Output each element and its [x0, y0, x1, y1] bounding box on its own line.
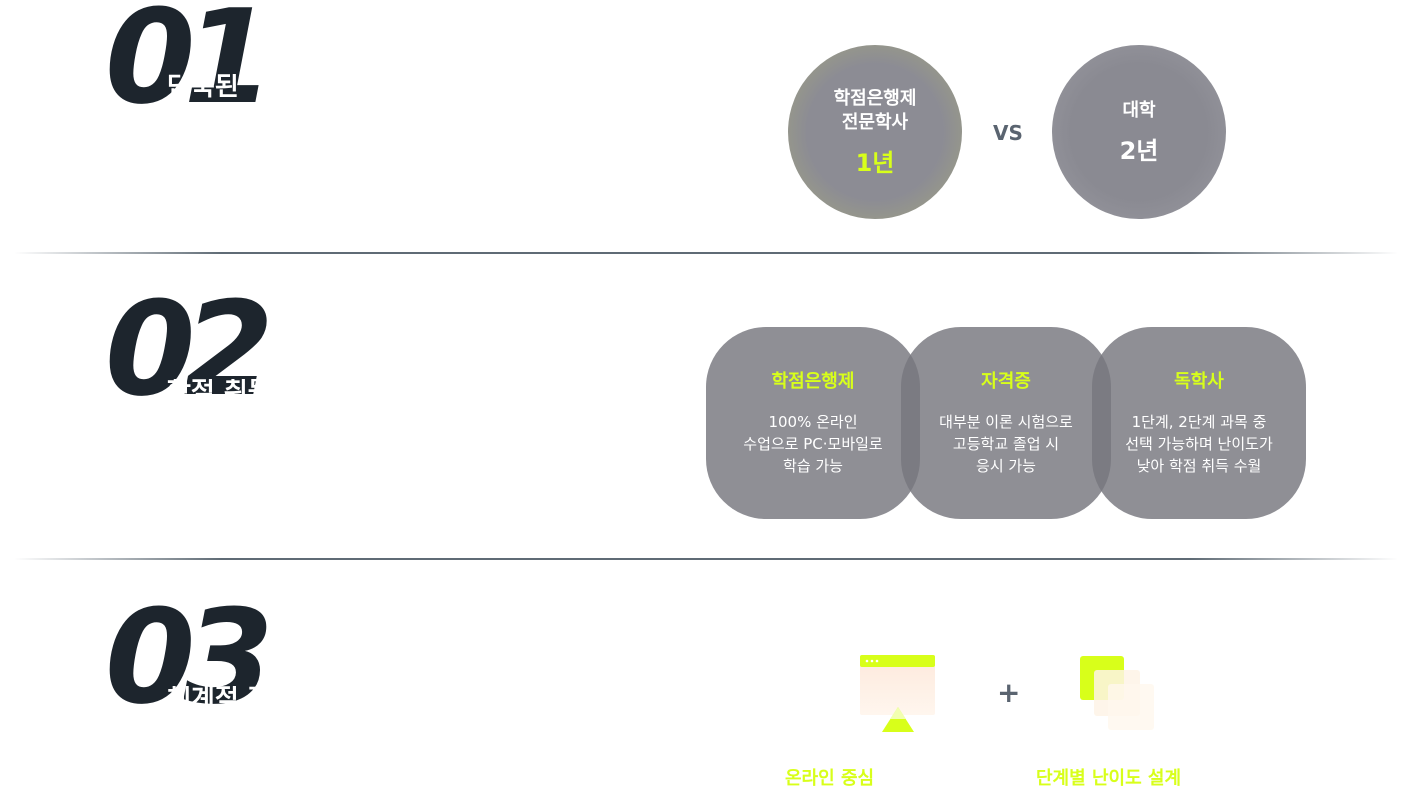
card-title: 자격증	[981, 371, 1031, 392]
stacked-squares-icon	[1080, 656, 1156, 732]
compare-left-line-1: 학점은행제	[833, 87, 917, 109]
section-number-02: 02	[105, 273, 274, 425]
card-line: 선택 가능하며 난이도가	[1125, 435, 1273, 453]
card-line: 응시 가능	[976, 457, 1036, 475]
card-title: 학점은행제	[771, 371, 855, 392]
monitor-icon	[860, 655, 936, 733]
card-line: 낮아 학점 취득 수월	[1136, 457, 1262, 475]
feature-label-difficulty: 단계별 난이도 설계	[1036, 768, 1182, 789]
card-line: 학습 가능	[783, 457, 843, 475]
plus-sign: +	[997, 676, 1021, 709]
card-line: 대부분 이론 시험으로	[939, 413, 1073, 431]
section-subtitle-01: 단축된	[167, 74, 239, 102]
card-certificate: 자격증 대부분 이론 시험으로 고등학교 졸업 시 응시 가능	[901, 327, 1111, 519]
card-self-study: 독학사 1단계, 2단계 과목 중 선택 가능하며 난이도가 낮아 학점 취득 …	[1092, 327, 1306, 519]
compare-circle-left: 학점은행제 전문학사 1년	[788, 45, 962, 219]
compare-circle-right: 대학 2년	[1052, 45, 1226, 219]
compare-right-line-1: 대학	[1122, 99, 1156, 121]
compare-right-value: 2년	[1119, 136, 1159, 165]
section-number-03: 03	[105, 581, 274, 733]
card-title: 독학사	[1174, 371, 1224, 392]
section-divider-1	[14, 252, 1398, 254]
section-divider-2	[14, 558, 1398, 560]
section-subtitle-03: 체계적 전공과정	[167, 686, 272, 708]
card-line: 수업으로 PC·모바일로	[743, 435, 883, 453]
card-line: 100% 온라인	[768, 413, 858, 431]
feature-label-online: 온라인 중심	[785, 768, 875, 789]
section-subtitle-02: 학점 취득	[167, 379, 272, 401]
card-credit-bank: 학점은행제 100% 온라인 수업으로 PC·모바일로 학습 가능	[706, 327, 920, 519]
compare-left-value: 1년	[855, 148, 895, 177]
compare-left-line-2: 전문학사	[841, 111, 909, 133]
card-line: 고등학교 졸업 시	[952, 435, 1060, 453]
card-line: 1단계, 2단계 과목 중	[1131, 413, 1267, 431]
vs-label: VS	[993, 121, 1023, 145]
section-number-01: 01	[105, 0, 274, 133]
